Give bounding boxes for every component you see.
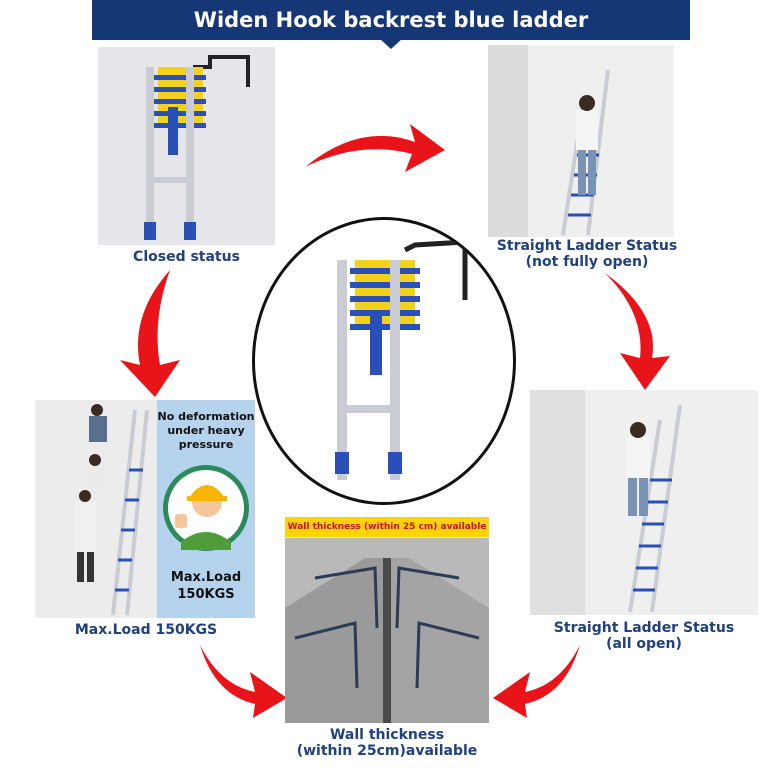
- page-title: Widen Hook backrest blue ladder: [193, 8, 589, 32]
- worker-thumbs-up-icon: [163, 465, 249, 551]
- caption-straight-partial: Straight Ladder Status (not fully open): [496, 238, 678, 270]
- panel-load-line-2: 150KGS: [177, 587, 235, 602]
- curved-arrow-icon: [605, 273, 670, 390]
- ladder-icon: [35, 400, 157, 618]
- panel-line-3: pressure: [178, 438, 234, 451]
- photo-wall-thickness: [285, 538, 489, 723]
- arrow-right: [595, 268, 675, 393]
- ladder-icon: [285, 538, 489, 723]
- curved-arrow-icon: [120, 270, 180, 397]
- ladder-icon: [335, 239, 468, 480]
- caption-closed: Closed status: [133, 249, 240, 265]
- arrow-bottom-left: [195, 640, 290, 720]
- ladder-icon: [530, 390, 758, 615]
- header-banner: Widen Hook backrest blue ladder: [92, 0, 690, 40]
- curved-arrow-icon: [200, 645, 287, 718]
- arrow-left: [110, 265, 190, 400]
- arrow-top: [300, 112, 450, 182]
- center-ladder-circle: [252, 217, 516, 505]
- photo-straight-full: [530, 390, 758, 615]
- wall-label: Wall thickness (within 25 cm) available: [285, 517, 489, 537]
- caption-straight-full: Straight Ladder Status (all open): [553, 620, 735, 652]
- info-panel: No deformation under heavy pressure Max.…: [157, 400, 255, 618]
- photo-straight-partial: [488, 45, 674, 237]
- banner-notch: [380, 39, 402, 49]
- arrow-bottom-right: [490, 640, 585, 720]
- panel-line-2: under heavy: [167, 424, 245, 437]
- curved-arrow-icon: [493, 645, 580, 718]
- curved-arrow-icon: [305, 124, 445, 172]
- ladder-icon: [98, 47, 275, 245]
- caption-max-load: Max.Load 150KGS: [74, 622, 218, 638]
- panel-load-line-1: Max.Load: [170, 570, 242, 585]
- ladder-icon: [488, 45, 674, 237]
- photo-closed-ladder: [98, 47, 275, 245]
- photo-max-load: [35, 400, 157, 618]
- caption-wall-thickness: Wall thickness (within 25cm)available: [296, 727, 478, 759]
- panel-line-1: No deformation: [157, 410, 255, 423]
